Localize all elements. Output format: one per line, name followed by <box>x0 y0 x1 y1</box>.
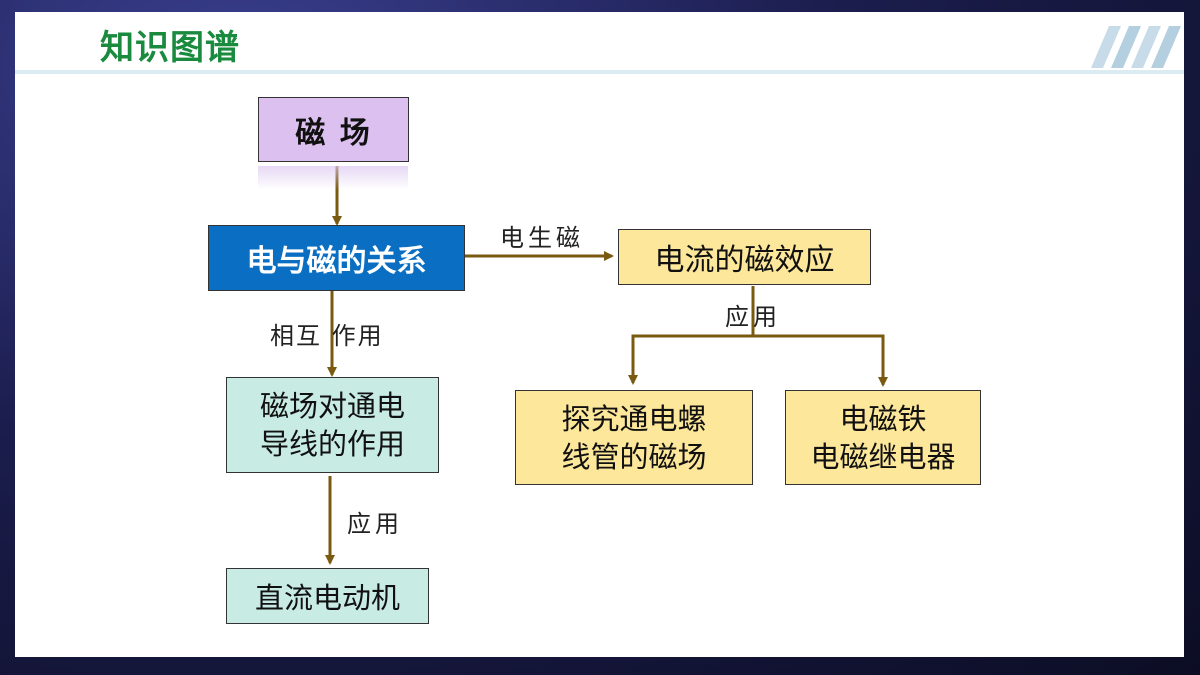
branch-current-effect <box>628 286 755 385</box>
slide-panel: 知识图谱 <box>15 12 1184 657</box>
node-electromagnet-line1: 电磁铁 <box>839 401 927 436</box>
node-current-effect: 电流的磁效应 <box>618 229 871 285</box>
node-current-effect-label: 电流的磁效应 <box>654 243 835 278</box>
node-force-on-wire: 磁场对通电 导线的作用 <box>226 377 439 473</box>
node-solenoid-line1: 探究通电螺 <box>561 401 707 436</box>
edge-label-application-right: 应用 <box>725 303 781 331</box>
node-solenoid-line2: 线管的磁场 <box>561 439 707 474</box>
node-force-line1: 磁场对通电 <box>259 389 405 423</box>
node-relation: 电与磁的关系 <box>208 225 465 291</box>
node-force-line2: 导线的作用 <box>259 427 405 461</box>
title-bar: 知识图谱 <box>15 12 1184 74</box>
branch-current-effect-right <box>753 334 888 387</box>
decorative-stripes-icon <box>1091 26 1181 68</box>
edge-label-application-left: 应用 <box>347 510 403 538</box>
node-magnetic-field-label: 磁 场 <box>295 115 372 151</box>
reflection-decoration <box>258 166 408 190</box>
node-magnetic-field: 磁 场 <box>258 97 409 162</box>
page-title: 知识图谱 <box>100 28 240 68</box>
node-dc-motor: 直流电动机 <box>226 568 429 624</box>
node-relation-label: 电与磁的关系 <box>246 244 427 279</box>
edge-label-interaction: 相互 作用 <box>270 322 384 350</box>
node-dc-motor-label: 直流电动机 <box>254 581 400 615</box>
edge-label-electricity-to-magnetism: 电生磁 <box>500 224 584 252</box>
node-electromagnet-line2: 电磁继电器 <box>810 439 956 474</box>
node-solenoid: 探究通电螺 线管的磁场 <box>515 390 753 485</box>
node-electromagnet: 电磁铁 电磁继电器 <box>785 390 981 485</box>
